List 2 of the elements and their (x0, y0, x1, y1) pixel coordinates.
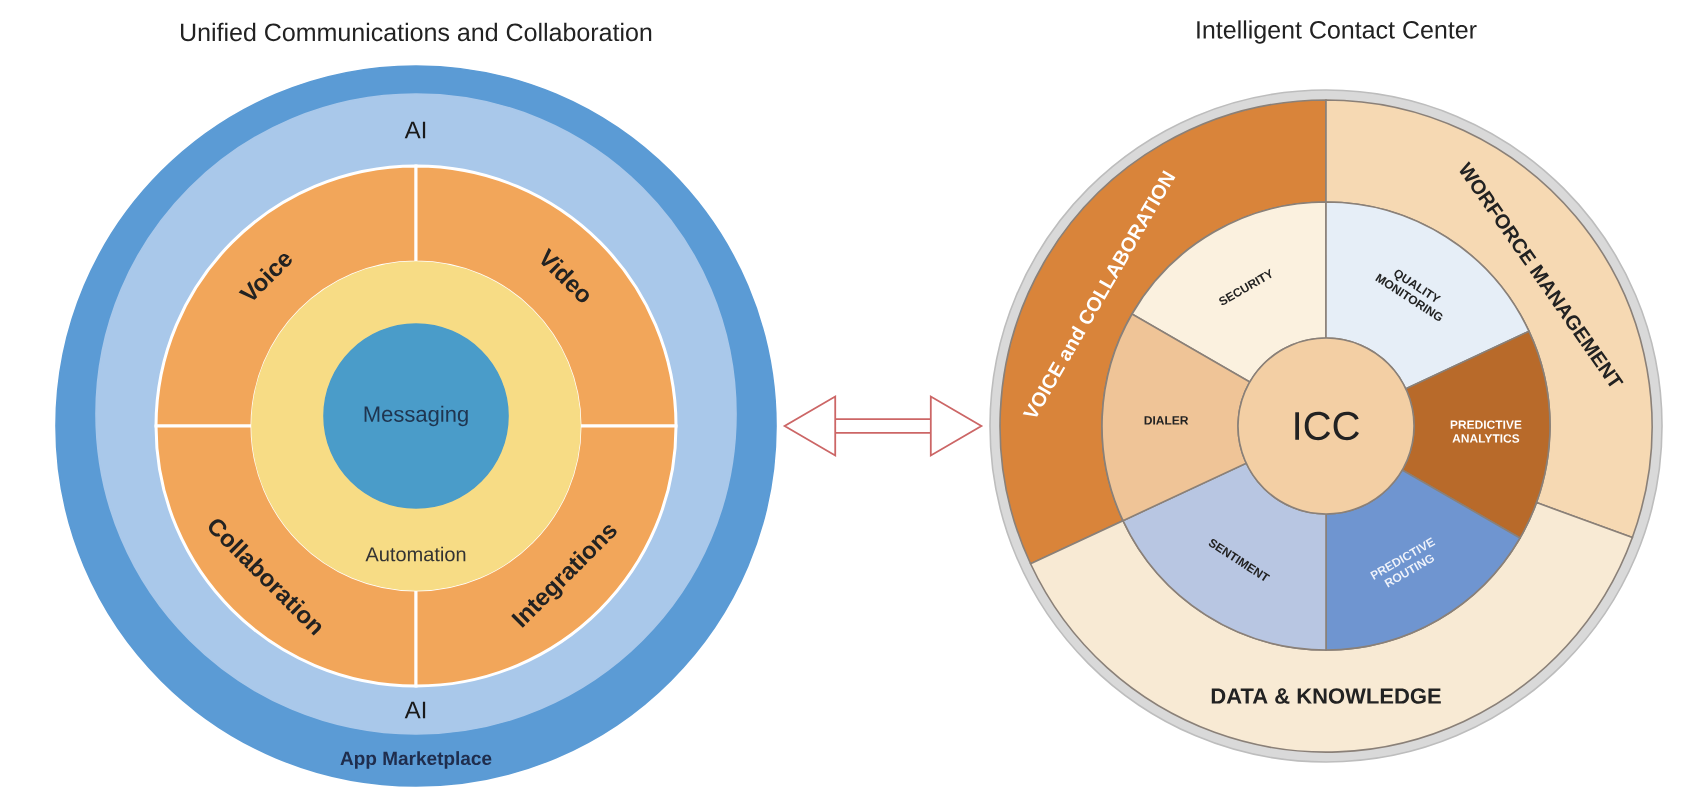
heading: Intelligent Contact Center (1197, 20, 1477, 44)
heading: Unified Communications and Collaboration (181, 22, 652, 42)
